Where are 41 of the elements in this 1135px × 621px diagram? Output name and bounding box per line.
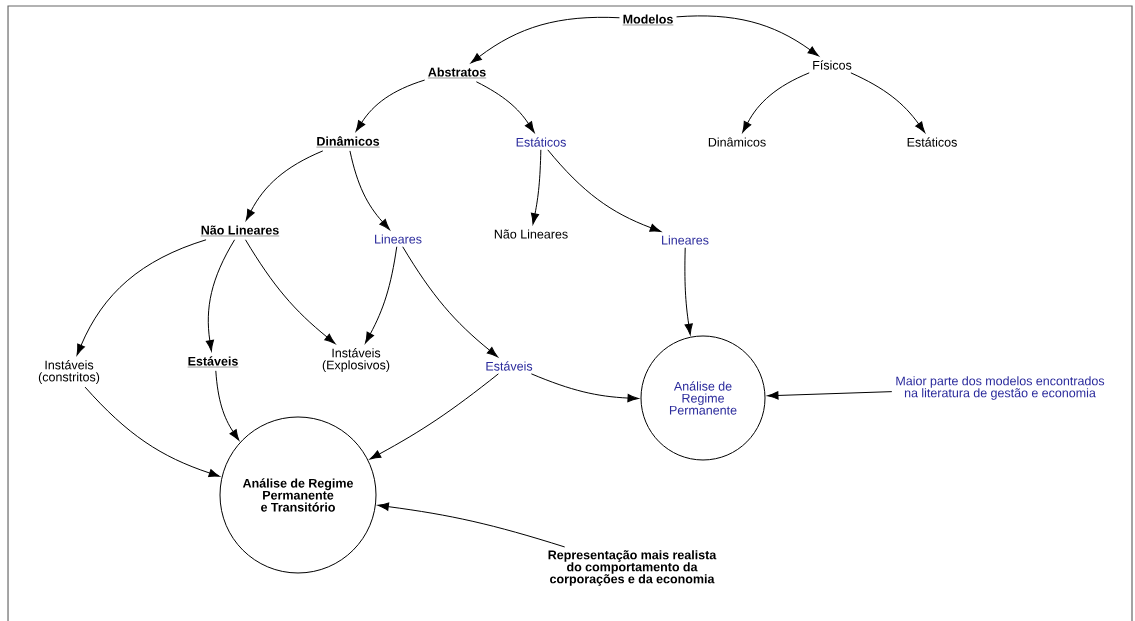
arrow [530,373,639,403]
arrow [475,81,535,133]
circle-node: Análise de Regime Permanente [640,335,766,461]
arrow [364,246,398,344]
arrow [530,149,542,225]
label-text: Estáticos [907,137,957,147]
label-text: Estáticos [516,137,566,147]
arrow [245,150,324,221]
label-text: Estáveis [486,361,533,371]
arrow [547,149,662,232]
arrow [402,246,498,358]
arrow [355,79,426,132]
label-text: Modelos [622,14,674,26]
label-text: Representação mais realista do comportamento da corporações e da economia [548,550,717,586]
label-text: Físicos [813,60,852,70]
arrow [84,386,220,478]
arrow [349,150,390,231]
label-text: Não Lineares [200,225,280,237]
label-text: Maior parte dos modelos encontrados na literatura de gestão e economia [896,376,1105,400]
arrow [742,72,810,133]
arrow [767,391,893,400]
arrow [684,247,693,336]
circle-node: Análise de Regime Permanente e Transitório [219,416,377,574]
arrow [245,239,336,344]
label-text: Dinâmicos [708,137,766,147]
arrow [377,502,566,548]
arrow [470,16,620,64]
label-text: Lineares [662,235,709,245]
arrow [676,15,819,57]
arrow [369,373,499,460]
arrow [850,72,926,133]
label-text: Instáveis (constritos) [38,360,100,384]
label-text: Não Lineares [494,229,568,239]
label-text: Estáveis [187,356,239,368]
label-text: Abstratos [427,67,487,79]
arrow [215,370,240,441]
label-text: Dinâmicos [316,136,380,148]
label-text: Instáveis (Explosivos) [322,348,390,372]
arrow [76,239,207,356]
label-text: Lineares [375,234,422,244]
arrow [205,239,236,352]
